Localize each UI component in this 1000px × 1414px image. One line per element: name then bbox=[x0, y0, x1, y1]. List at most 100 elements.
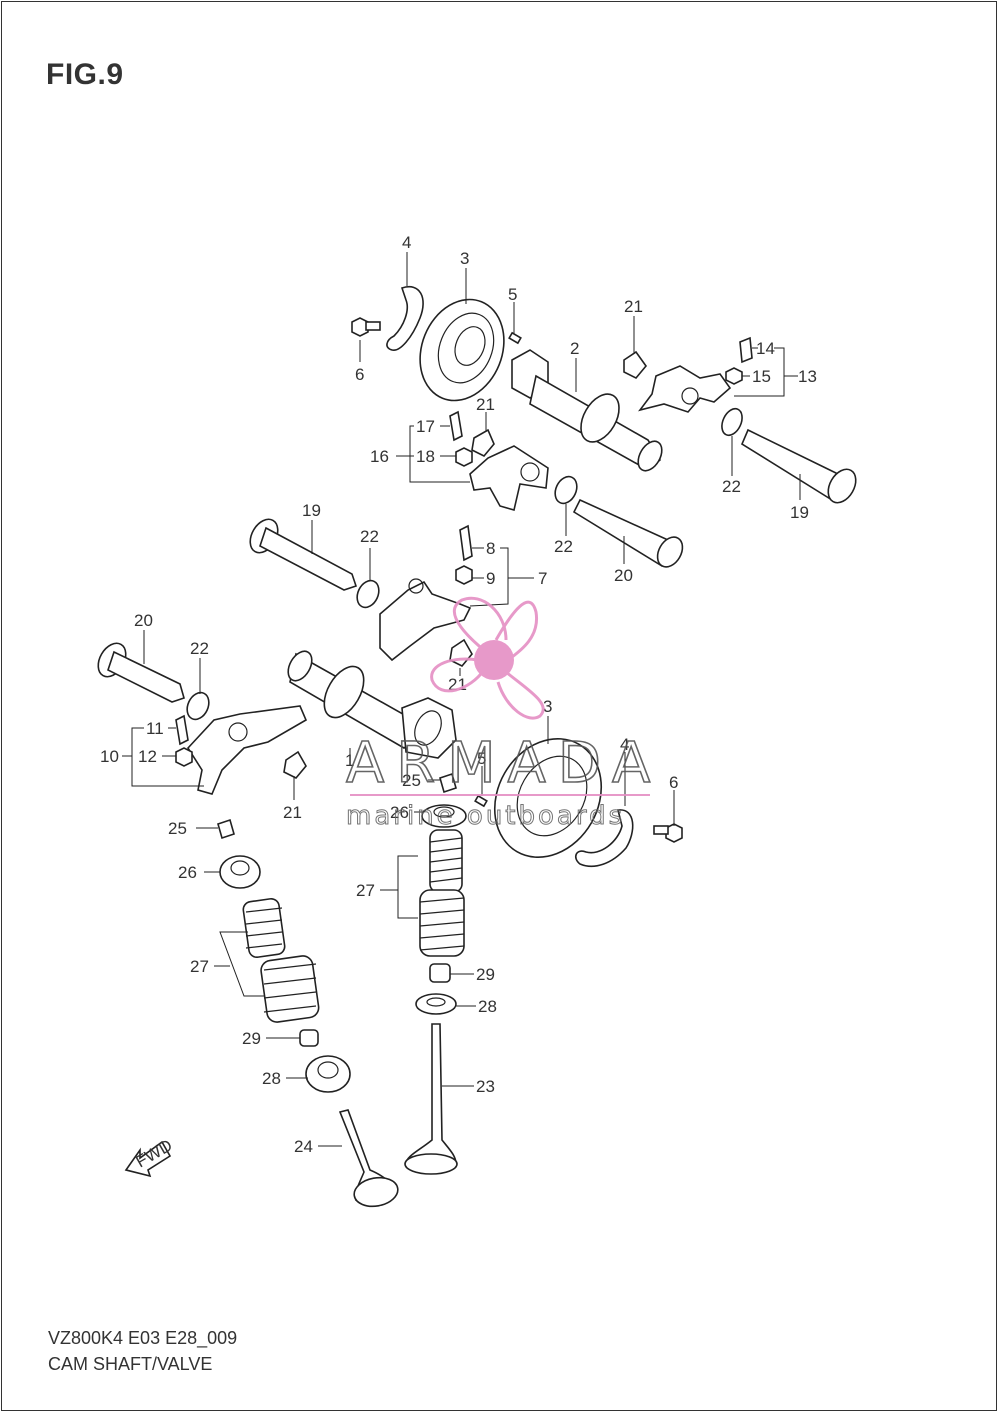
part-6-bolt-lower bbox=[653, 823, 683, 843]
callout-22: 22 bbox=[554, 537, 573, 556]
part-21-washer-c bbox=[449, 638, 473, 667]
callout-3: 3 bbox=[543, 697, 552, 716]
callout-21: 21 bbox=[476, 395, 495, 414]
callout-11: 11 bbox=[146, 719, 164, 738]
part-1-camshaft-front bbox=[287, 650, 457, 759]
callout-1: 1 bbox=[345, 751, 354, 770]
part-26-spring-retainer-b bbox=[219, 855, 261, 889]
part-3-sprocket-upper bbox=[419, 298, 505, 402]
callout-6: 6 bbox=[669, 773, 678, 792]
part-5-pin-lower bbox=[474, 794, 488, 808]
callout-7: 7 bbox=[538, 569, 547, 588]
callout-14: 14 bbox=[756, 339, 775, 358]
watermark-logo: ARMADA marine outboards bbox=[345, 596, 662, 832]
part-19-rocker-shaft-a bbox=[740, 428, 857, 504]
callout-21: 21 bbox=[624, 297, 643, 316]
part-2-camshaft-rear bbox=[511, 349, 663, 472]
part-28-spring-seat-b bbox=[305, 1055, 351, 1093]
part-22-washer-a bbox=[721, 407, 743, 437]
section-name: CAM SHAFT/VALVE bbox=[48, 1354, 213, 1374]
callout-29: 29 bbox=[242, 1029, 261, 1048]
part-10-rocker-arm bbox=[186, 705, 308, 795]
callout-20: 20 bbox=[134, 611, 153, 630]
part-22-washer-c bbox=[356, 579, 380, 609]
part-8-adjuster-screw-c bbox=[459, 524, 473, 562]
part-25-valve-cotter-b bbox=[217, 818, 235, 840]
callout-15: 15 bbox=[752, 367, 771, 386]
watermark-brand: ARMADA bbox=[346, 731, 662, 796]
part-29-valve-seal-a bbox=[429, 963, 451, 983]
callout-27: 27 bbox=[356, 881, 375, 900]
callout-4: 4 bbox=[402, 233, 411, 252]
callout-17: 17 bbox=[416, 417, 435, 436]
callout-24: 24 bbox=[294, 1137, 313, 1156]
callout-5: 5 bbox=[477, 749, 486, 768]
callout-19: 19 bbox=[302, 501, 321, 520]
leader-lines bbox=[122, 252, 801, 1147]
part-22-washer-b bbox=[554, 475, 578, 505]
part-5-pin-upper bbox=[508, 331, 522, 345]
watermark-tagline: marine outboards bbox=[346, 801, 625, 831]
callout-22: 22 bbox=[722, 477, 741, 496]
callout-22: 22 bbox=[190, 639, 209, 658]
part-15-nut-a bbox=[725, 367, 743, 385]
callout-3: 3 bbox=[460, 249, 469, 268]
callout-8: 8 bbox=[486, 539, 495, 558]
part-24-valve-b bbox=[338, 1109, 399, 1208]
part-17-adjuster-screw-b bbox=[449, 410, 463, 442]
callout-25: 25 bbox=[168, 819, 187, 838]
callout-16: 16 bbox=[370, 447, 389, 466]
callout-2: 2 bbox=[570, 339, 579, 358]
callout-22: 22 bbox=[360, 527, 379, 546]
callout-6: 6 bbox=[355, 365, 364, 384]
part-23-valve-a bbox=[404, 1023, 458, 1175]
part-6-bolt-upper bbox=[351, 317, 381, 337]
part-14-adjuster-screw-a bbox=[739, 336, 753, 364]
part-21-washer-a bbox=[623, 350, 648, 379]
callout-28: 28 bbox=[262, 1069, 281, 1088]
part-18-nut-b bbox=[455, 447, 473, 467]
callout-19: 19 bbox=[790, 503, 809, 522]
callout-18: 18 bbox=[416, 447, 435, 466]
propeller-hub-icon bbox=[474, 640, 514, 680]
part-21-washer-d bbox=[283, 750, 307, 779]
callout-28: 28 bbox=[478, 997, 497, 1016]
part-28-spring-seat-a bbox=[415, 993, 457, 1015]
callout-10: 10 bbox=[100, 747, 119, 766]
callout-5: 5 bbox=[508, 285, 517, 304]
callout-13: 13 bbox=[798, 367, 817, 386]
fwd-arrow-icon: FWD bbox=[124, 1136, 176, 1178]
part-27-valve-springs-a bbox=[419, 829, 465, 957]
part-19-rocker-shaft-b bbox=[249, 518, 358, 591]
model-code: VZ800K4 E03 E28_009 bbox=[48, 1328, 238, 1348]
part-7-rocker-arm bbox=[379, 578, 472, 662]
callout-9: 9 bbox=[486, 569, 495, 588]
callout-12: 12 bbox=[138, 747, 157, 766]
callout-25: 25 bbox=[402, 771, 421, 790]
part-25-valve-cotter-a bbox=[439, 772, 457, 794]
figure-title: FIG.9 bbox=[46, 58, 124, 91]
part-4-retainer-lower bbox=[574, 809, 634, 868]
part-9-nut-c bbox=[455, 565, 473, 585]
part-20-rocker-shaft-b bbox=[572, 498, 684, 568]
part-29-valve-seal-b bbox=[299, 1029, 319, 1047]
callout-21: 21 bbox=[283, 803, 302, 822]
part-21-washer-b bbox=[471, 428, 495, 457]
part-3-sprocket-lower bbox=[493, 737, 603, 859]
callout-29: 29 bbox=[476, 965, 495, 984]
callout-4: 4 bbox=[620, 735, 629, 754]
part-20-rocker-shaft-a bbox=[97, 642, 185, 703]
propeller-icon bbox=[430, 596, 545, 720]
callout-23: 23 bbox=[476, 1077, 495, 1096]
part-26-spring-retainer-a bbox=[421, 804, 467, 828]
callout-26: 26 bbox=[178, 863, 197, 882]
part-27-valve-springs-b bbox=[242, 898, 320, 1023]
part-13-rocker-arm bbox=[638, 365, 732, 413]
callout-20: 20 bbox=[614, 566, 633, 585]
part-16-rocker-arm bbox=[469, 445, 549, 512]
part-11-adjuster-screw-d bbox=[175, 714, 189, 746]
part-12-nut-d bbox=[175, 747, 193, 767]
callout-labels: 4 3 5 6 2 21 14 15 13 21 17 16 18 22 19 … bbox=[100, 233, 817, 1156]
